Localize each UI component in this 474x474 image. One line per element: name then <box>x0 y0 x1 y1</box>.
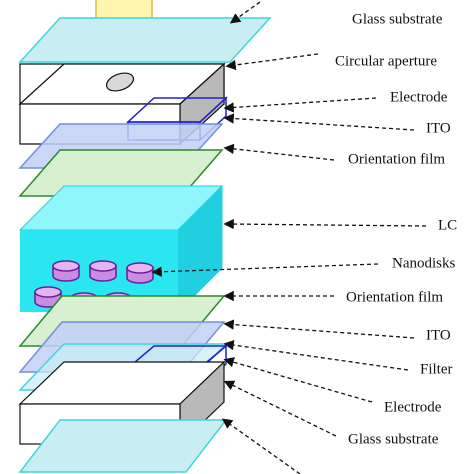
leader-filter <box>223 339 409 371</box>
leader-ito-top <box>223 113 415 131</box>
nanodisk <box>52 260 80 282</box>
nanodisk <box>89 260 117 282</box>
label-electrode-top: Electrode <box>390 89 448 106</box>
label-nanodisks: Nanodisks <box>392 255 456 272</box>
leader-glass-substrate-top <box>229 1 261 24</box>
label-orientation-film-top: Orientation film <box>348 151 446 168</box>
label-electrode-bottom: Electrode <box>384 399 442 416</box>
leader-extra-bottom <box>221 418 301 474</box>
label-orientation-film-bottom: Orientation film <box>346 289 444 306</box>
label-lc: LC <box>438 217 458 234</box>
label-glass-substrate-bottom: Glass substrate <box>348 431 439 448</box>
leader-circular-aperture <box>225 53 319 71</box>
label-ito-top: ITO <box>426 120 451 137</box>
circular-aperture-hole <box>105 72 135 92</box>
nanodisk <box>34 286 62 308</box>
glass-substrate-top-layer <box>18 17 272 63</box>
label-ito-bottom: ITO <box>426 327 451 344</box>
label-circular-aperture: Circular aperture <box>335 53 438 70</box>
label-glass-substrate-top: Glass substrate <box>352 11 443 28</box>
leader-nanodisks <box>151 263 379 277</box>
leader-orientation-film-top <box>223 143 335 161</box>
leader-glass-substrate-bottom <box>223 380 337 437</box>
leader-electrode-top <box>223 97 377 113</box>
leader-electrode-bottom <box>223 357 373 403</box>
label-filter: Filter <box>420 361 453 378</box>
leader-lc <box>223 218 427 230</box>
leader-lines <box>151 1 427 474</box>
leader-ito-bottom <box>223 319 415 339</box>
nanodisk <box>126 262 154 284</box>
